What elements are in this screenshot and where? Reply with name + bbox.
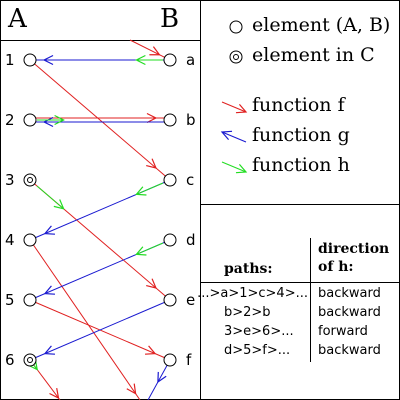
table-direction-header-1: direction <box>318 241 390 257</box>
b-node-f <box>163 353 177 367</box>
legend-element-c-inner <box>233 54 239 60</box>
a-node-5 <box>23 293 37 307</box>
f-arrow-3-e-head <box>146 278 157 289</box>
f-arrow-6-out-head <box>49 387 60 400</box>
table-path-4: d>5>f>... <box>224 343 291 358</box>
a-label-3: 3 <box>5 171 15 189</box>
h-mark-5-head <box>135 246 147 256</box>
h-mark-1-head <box>135 54 146 66</box>
h-mark-6-head <box>27 359 39 371</box>
legend-h-arrow <box>221 161 247 173</box>
table-direction-1: backward <box>318 286 381 301</box>
a-node-6 <box>23 353 37 367</box>
b-label-d: d <box>186 231 196 249</box>
a-label-1: 1 <box>5 51 15 69</box>
a-node-3-c-mark <box>27 177 33 183</box>
f-arrow-in-a-head <box>149 46 161 56</box>
legend-element-text: element (A, B) <box>252 14 391 36</box>
f-arrow-1-c-head <box>146 158 157 169</box>
table-path-1: ...>a>1>c>4>... <box>197 286 308 301</box>
h-mark-2-head <box>54 114 65 126</box>
legend-f-text: function f <box>252 94 345 116</box>
g-arrow-a-1-head <box>42 54 54 66</box>
b-node-c <box>163 173 177 187</box>
a-node-1 <box>23 53 37 67</box>
h-mark-3-head <box>53 199 65 210</box>
b-label-e: e <box>186 291 196 309</box>
f-arrow-5-f <box>29 299 165 359</box>
legend-f-arrow-head <box>235 103 248 114</box>
f-arrow-4-out <box>29 239 141 400</box>
legend-h-text: function h <box>252 154 350 176</box>
b-node-e <box>163 293 177 307</box>
h-mark-4-head <box>135 186 147 196</box>
f-arrow-2-b-head <box>146 112 158 124</box>
h-mark-5 <box>136 242 164 255</box>
a-label-2: 2 <box>5 111 15 129</box>
legend-f-arrow <box>221 101 247 113</box>
b-node-d <box>163 233 177 247</box>
legend-element-c-text: element in C <box>252 44 375 66</box>
a-label-4: 4 <box>5 231 15 249</box>
a-node-2 <box>23 113 37 127</box>
legend-g-arrow-head <box>220 130 233 141</box>
b-label-a: a <box>186 51 196 69</box>
table-direction-3: forward <box>318 324 368 339</box>
table-paths-header: paths: <box>224 261 273 277</box>
legend-g-arrow <box>221 131 247 143</box>
g-arrow-c-4-head <box>43 225 56 235</box>
a-label-6: 6 <box>5 351 15 369</box>
a-node-3 <box>23 173 37 187</box>
g-arrow-f-out-head <box>157 371 167 384</box>
legend-marks <box>220 20 248 174</box>
b-label-c: c <box>186 171 195 189</box>
b-node-b <box>163 113 177 127</box>
b-node-a <box>163 53 177 67</box>
g-arrow-d-5-head <box>43 285 56 295</box>
legend-element-icon <box>229 20 243 34</box>
legend-h-arrow-head <box>235 163 248 174</box>
f-arrow-5-f-head <box>144 345 157 355</box>
column-a-title: A <box>8 4 27 34</box>
a-node-4 <box>23 233 37 247</box>
column-b-title: B <box>160 4 180 34</box>
g-arrow-e-6 <box>35 299 171 359</box>
b-label-f: f <box>186 351 192 369</box>
table-direction-2: backward <box>318 305 381 320</box>
b-label-b: b <box>186 111 196 129</box>
g-arrow-f-out <box>147 359 171 400</box>
g-arrow-b-2-head <box>42 116 54 128</box>
f-arrow-4-out-head <box>126 383 137 395</box>
edges-layer <box>27 39 171 400</box>
g-arrow-e-6-head <box>43 345 56 355</box>
a-node-6-c-mark <box>27 357 33 363</box>
nodes-layer <box>23 53 177 367</box>
h-mark-4 <box>136 182 164 195</box>
table-direction-header-2: of h: <box>318 259 354 275</box>
a-label-5: 5 <box>5 291 15 309</box>
legend-g-text: function g <box>252 124 350 146</box>
legend-element-c-icon <box>229 50 243 64</box>
table-direction-4: backward <box>318 343 381 358</box>
table-path-3: 3>e>6>... <box>224 324 294 339</box>
h-mark-3 <box>36 185 64 210</box>
table-path-2: b>2>b <box>224 305 271 320</box>
